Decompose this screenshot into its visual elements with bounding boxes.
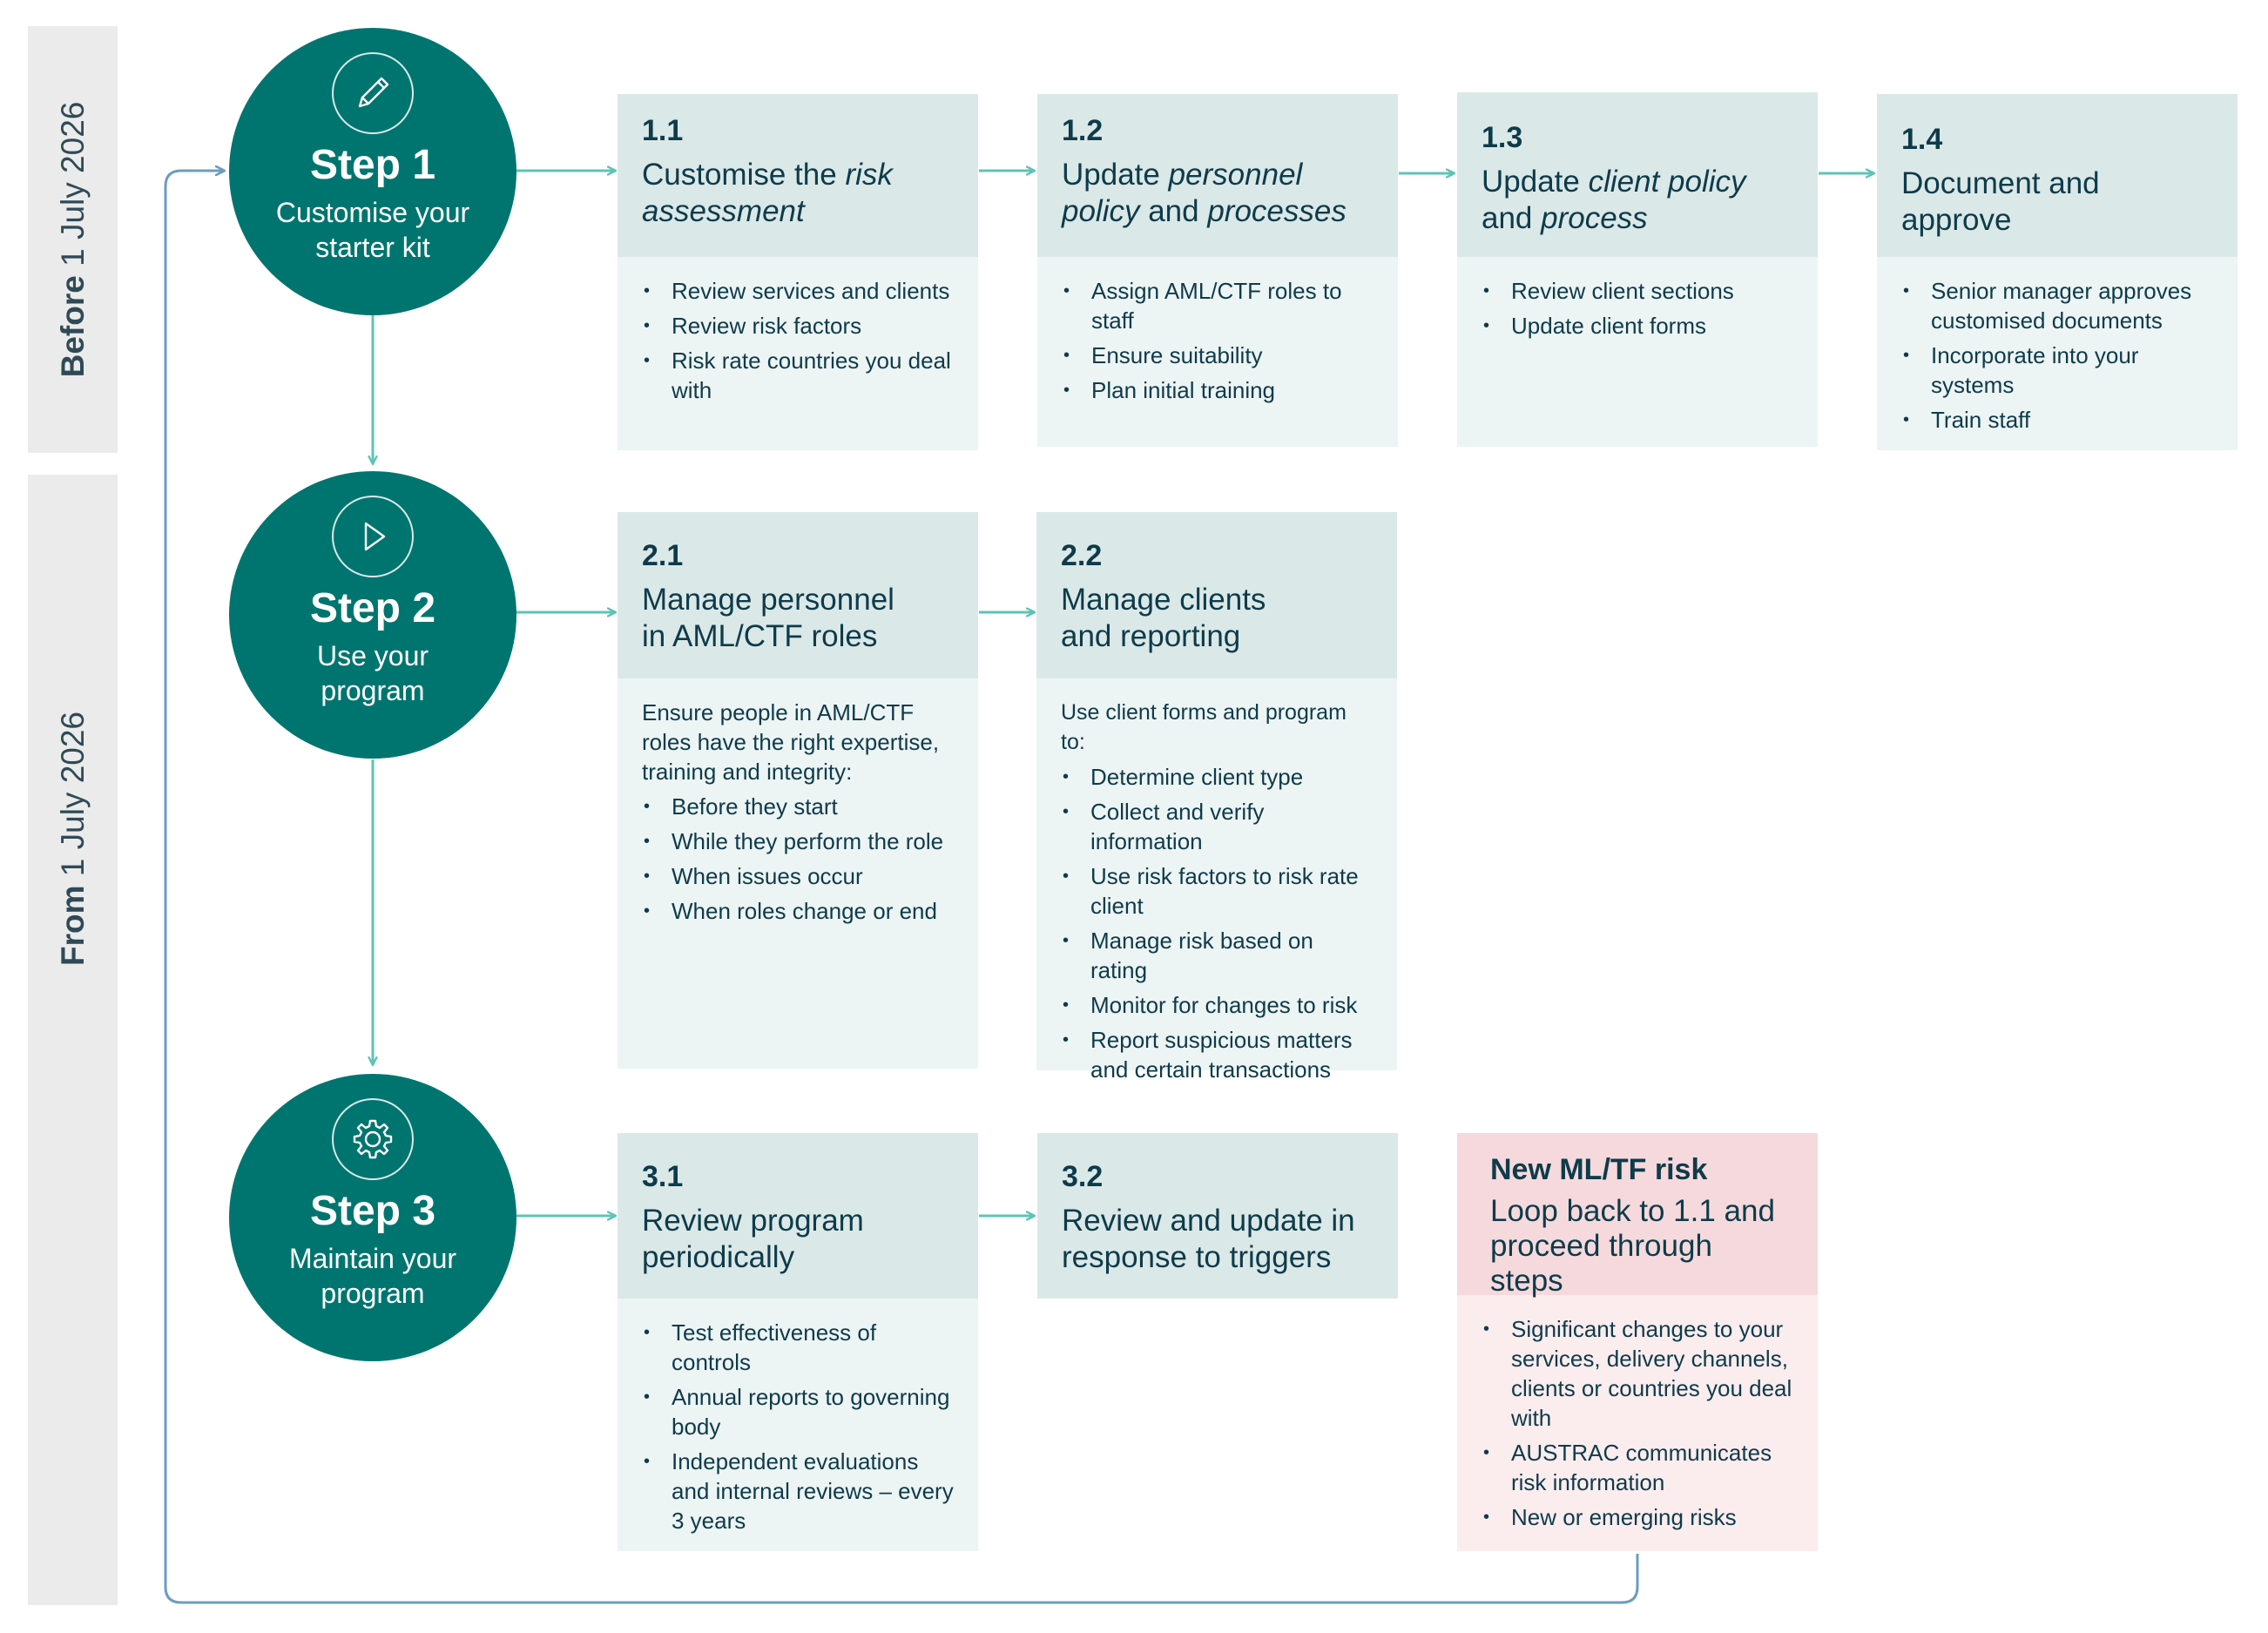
list-item: Risk rate countries you deal with xyxy=(642,346,954,405)
list-item: When issues occur xyxy=(642,861,954,891)
step-1-subtitle: Customise your starter kit xyxy=(275,197,470,263)
list-item: Determine client type xyxy=(1061,762,1373,792)
list-item: Ensure suitability xyxy=(1062,341,1374,370)
card-intro: Ensure people in AML/CTF roles have the … xyxy=(642,699,940,785)
pencil-icon xyxy=(332,52,414,134)
step-2-circle: Step 2 Use your program xyxy=(229,471,516,759)
list-item: Review client sections xyxy=(1482,276,1793,306)
list-item: Collect and verify information xyxy=(1061,797,1373,856)
card-title: Customise the risk assessment xyxy=(642,158,893,228)
list-item: Incorporate into your systems xyxy=(1901,341,2213,400)
list-item: Update client forms xyxy=(1482,311,1793,341)
step-1-circle: Step 1 Customise your starter kit xyxy=(229,28,516,315)
list-item: Review risk factors xyxy=(642,311,954,341)
card-number: 1.3 xyxy=(1482,121,1523,154)
list-item: Report suspicious matters and certain tr… xyxy=(1061,1025,1373,1084)
card-1-4: 1.4 Document and approve Senior manager … xyxy=(1877,94,2238,450)
list-item: Review services and clients xyxy=(642,276,954,306)
list-item: Monitor for changes to risk xyxy=(1061,990,1373,1020)
card-intro: Use client forms and program to: xyxy=(1061,700,1347,754)
list-item: While they perform the role xyxy=(642,827,954,856)
card-title: Update personnel policy and processes xyxy=(1062,158,1347,228)
gear-icon xyxy=(332,1098,414,1180)
card-title: Review program periodically xyxy=(642,1204,864,1274)
step-2-subtitle: Use your program xyxy=(316,640,429,706)
card-2-2: 2.2 Manage clients and reporting Use cli… xyxy=(1036,512,1397,1083)
list-item: New or emerging risks xyxy=(1482,1502,1793,1532)
from-band: From 1 July 2026 xyxy=(28,475,118,1605)
card-number: 3.2 xyxy=(1062,1160,1104,1193)
card-1-1: 1.1 Customise the risk assessment Review… xyxy=(618,94,978,450)
card-title: Update client policy and process xyxy=(1482,165,1746,235)
new-risk-card: New ML/TF risk Loop back to 1.1 and proc… xyxy=(1457,1133,1818,1551)
card-number: 2.1 xyxy=(642,539,684,572)
list-item: Before they start xyxy=(642,792,954,821)
card-title: Document and approve xyxy=(1901,166,2100,237)
step-3-subtitle: Maintain your program xyxy=(288,1243,457,1309)
card-title: Manage clients and reporting xyxy=(1061,583,1266,653)
card-number: 2.2 xyxy=(1061,539,1103,572)
card-number: 3.1 xyxy=(642,1160,684,1193)
step-1-title: Step 1 xyxy=(309,142,436,188)
card-3-2: 3.2 Review and update in response to tri… xyxy=(1037,1133,1398,1299)
list-item: AUSTRAC communicates risk information xyxy=(1482,1438,1793,1497)
new-risk-title: New ML/TF risk xyxy=(1490,1153,1708,1186)
list-item: Test effectiveness of controls xyxy=(642,1318,954,1377)
list-item: Train staff xyxy=(1901,405,2213,435)
list-item: Assign AML/CTF roles to staff xyxy=(1062,276,1374,335)
list-item: Plan initial training xyxy=(1062,375,1374,405)
card-number: 1.4 xyxy=(1901,123,1943,156)
before-band: Before 1 July 2026 xyxy=(28,26,118,453)
card-number: 1.2 xyxy=(1062,114,1104,147)
step-3-title: Step 3 xyxy=(309,1188,436,1234)
card-1-3: 1.3 Update client policy and process Rev… xyxy=(1457,92,1818,447)
card-title: Review and update in response to trigger… xyxy=(1062,1204,1355,1274)
list-item: Annual reports to governing body xyxy=(642,1382,954,1441)
card-title: Manage personnel in AML/CTF roles xyxy=(642,583,894,653)
step-2-title: Step 2 xyxy=(309,585,436,631)
list-item: When roles change or end xyxy=(642,896,954,926)
card-2-1: 2.1 Manage personnel in AML/CTF roles En… xyxy=(618,512,978,1069)
list-item: Use risk factors to risk rate client xyxy=(1061,861,1373,921)
list-item: Senior manager approves customised docum… xyxy=(1901,276,2213,335)
loop-back-arrow xyxy=(164,171,1639,1604)
step-3-circle: Step 3 Maintain your program xyxy=(229,1074,516,1361)
list-item: Significant changes to your services, de… xyxy=(1482,1314,1793,1433)
list-item: Manage risk based on rating xyxy=(1061,926,1373,985)
card-3-1: 3.1 Review program periodically Test eff… xyxy=(618,1133,978,1551)
card-number: 1.1 xyxy=(642,114,684,147)
new-risk-subtitle: Loop back to 1.1 and proceed through ste… xyxy=(1490,1194,1775,1298)
list-item: Independent evaluations and internal rev… xyxy=(642,1447,954,1535)
card-1-2: 1.2 Update personnel policy and processe… xyxy=(1037,94,1398,447)
play-icon xyxy=(332,496,414,577)
